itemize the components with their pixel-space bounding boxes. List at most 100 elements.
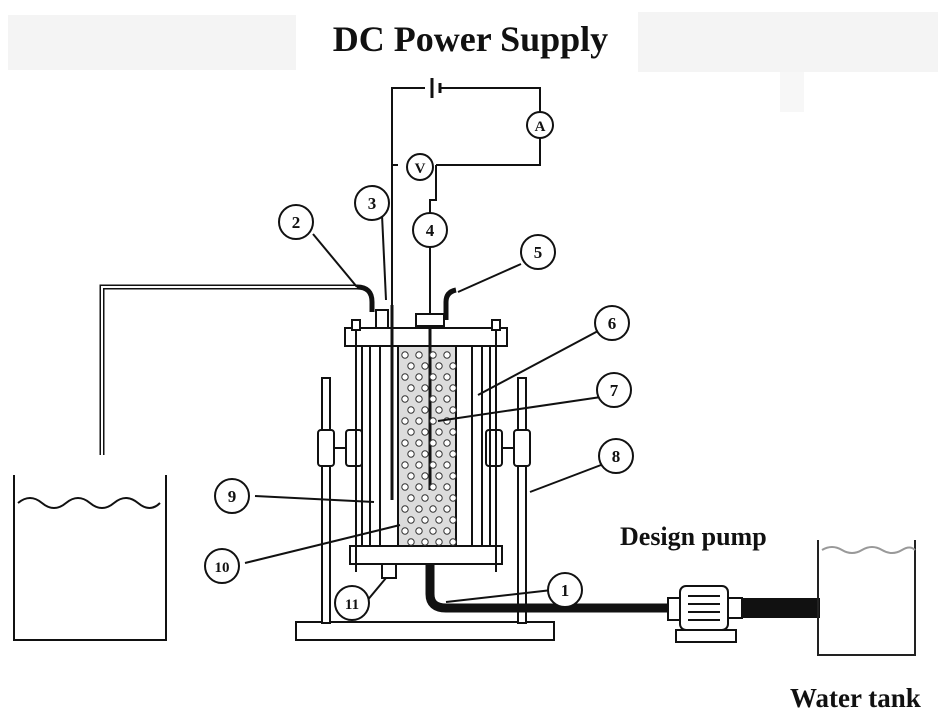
bead xyxy=(435,516,443,524)
bead xyxy=(401,351,409,359)
bead xyxy=(435,428,443,436)
bead xyxy=(415,395,423,403)
bead xyxy=(407,472,415,480)
bead xyxy=(443,505,451,513)
bead xyxy=(407,538,415,546)
bead xyxy=(401,373,409,381)
bead xyxy=(415,527,423,535)
bead xyxy=(407,384,415,392)
bead xyxy=(401,483,409,491)
bg-patch-right xyxy=(638,12,938,72)
bead xyxy=(435,494,443,502)
bead xyxy=(421,428,429,436)
water-tank-label: Water tank xyxy=(790,683,921,713)
ammeter-icon xyxy=(526,111,554,139)
packing-beads xyxy=(401,351,457,546)
bead xyxy=(415,351,423,359)
bead xyxy=(429,461,437,469)
ammeter-label: A xyxy=(535,119,546,135)
bead xyxy=(421,538,429,546)
bead xyxy=(421,450,429,458)
bead xyxy=(449,450,457,458)
callout-circle-1 xyxy=(547,572,583,608)
callout-label-6: 6 xyxy=(608,314,617,333)
callout-label-9: 9 xyxy=(228,487,237,506)
bead xyxy=(415,461,423,469)
bead xyxy=(443,351,451,359)
water-tank xyxy=(817,540,916,656)
bead xyxy=(421,516,429,524)
bead xyxy=(443,373,451,381)
bead xyxy=(435,384,443,392)
bead xyxy=(429,439,437,447)
pump-icon xyxy=(667,585,743,643)
callout-label-11: 11 xyxy=(345,597,359,613)
bead xyxy=(449,428,457,436)
callout-label-2: 2 xyxy=(292,213,301,232)
callout-circle-8 xyxy=(598,438,634,474)
bead xyxy=(415,505,423,513)
bead xyxy=(449,472,457,480)
bead xyxy=(429,395,437,403)
diagram-title: DC Power Supply xyxy=(332,19,609,59)
bead xyxy=(401,417,409,425)
pump-label: Design pump xyxy=(620,522,767,551)
bead xyxy=(429,351,437,359)
bead xyxy=(415,439,423,447)
bead xyxy=(429,417,437,425)
stand-right xyxy=(485,377,531,624)
bead xyxy=(429,527,437,535)
bead xyxy=(429,505,437,513)
voltmeter-label: V xyxy=(415,161,426,177)
bead xyxy=(421,362,429,370)
callout-label-10: 10 xyxy=(215,560,230,576)
bg-patch-small xyxy=(780,72,804,112)
bg-patch-left xyxy=(8,15,296,70)
bead xyxy=(407,450,415,458)
bead xyxy=(443,461,451,469)
callout-label-8: 8 xyxy=(612,447,621,466)
bead xyxy=(435,538,443,546)
bead xyxy=(421,384,429,392)
bead xyxy=(435,406,443,414)
bead xyxy=(407,516,415,524)
dc-circuit xyxy=(391,78,541,320)
bead xyxy=(435,450,443,458)
bead xyxy=(415,483,423,491)
bead xyxy=(449,516,457,524)
bead xyxy=(421,494,429,502)
bead xyxy=(449,494,457,502)
callout-circle-7 xyxy=(596,372,632,408)
callout-circle-4 xyxy=(412,212,448,248)
bead xyxy=(401,395,409,403)
bead xyxy=(443,439,451,447)
bead xyxy=(449,384,457,392)
callout-circle-2 xyxy=(278,204,314,240)
bead xyxy=(449,406,457,414)
bead xyxy=(449,362,457,370)
bead xyxy=(443,483,451,491)
bead xyxy=(407,406,415,414)
voltmeter-icon xyxy=(406,153,434,181)
bead xyxy=(401,527,409,535)
bead xyxy=(429,483,437,491)
bead xyxy=(435,362,443,370)
callout-circle-9 xyxy=(214,478,250,514)
bead xyxy=(421,406,429,414)
bead xyxy=(407,428,415,436)
leader-lines xyxy=(244,214,602,603)
callout-label-5: 5 xyxy=(534,243,543,262)
bead xyxy=(401,505,409,513)
callout-label-7: 7 xyxy=(610,381,619,400)
bead xyxy=(429,373,437,381)
receiving-tank xyxy=(13,284,375,641)
feed-pipe xyxy=(425,564,820,618)
bead xyxy=(401,439,409,447)
bead xyxy=(407,362,415,370)
callout-circle-11 xyxy=(334,585,370,621)
bead xyxy=(415,417,423,425)
callout-label-4: 4 xyxy=(426,221,435,240)
